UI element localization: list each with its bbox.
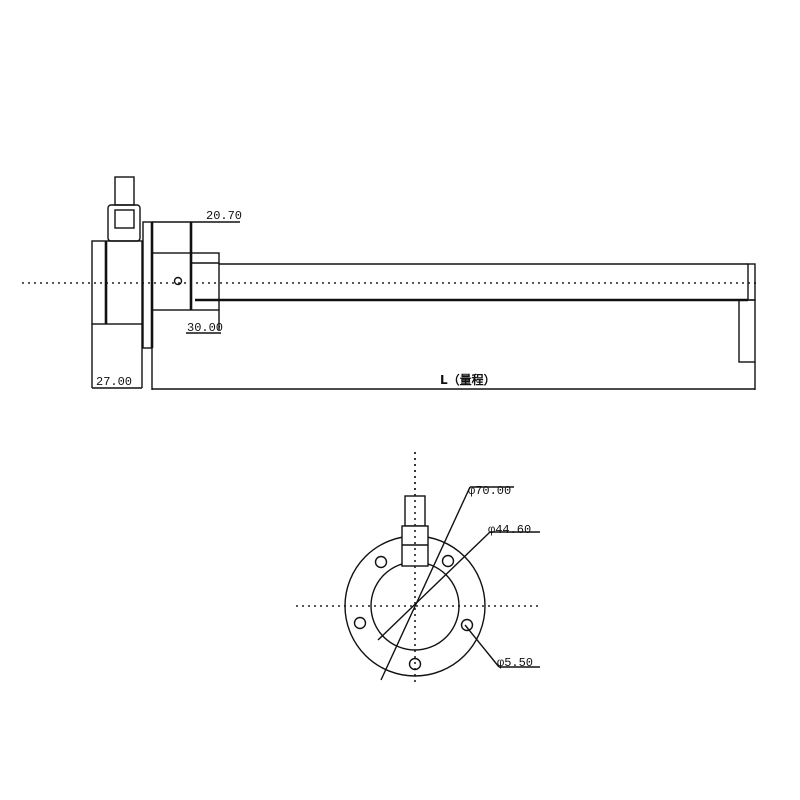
dim-30-00: 30.00 [186, 321, 223, 335]
bolt-hole-icon [441, 554, 455, 568]
leader-lines [377, 486, 540, 681]
dim-27-00: 27.00 [92, 375, 142, 389]
dim-label-length: L（量程） [440, 372, 496, 387]
dim-label-hole-diameter: φ5.50 [497, 656, 533, 670]
dim-label-30-00: 30.00 [187, 321, 223, 335]
probe-tube [195, 263, 756, 390]
boss-block [151, 222, 220, 330]
side-view: 20.70 30.00 27.00 L（量程） [22, 176, 760, 390]
dim-label-20-70: 20.70 [206, 209, 242, 223]
vent-hole-icon [173, 276, 183, 286]
end-connector [401, 452, 429, 567]
bolt-hole-icon [374, 555, 388, 569]
bolt-hole-icon [353, 616, 367, 630]
dim-length: L（量程） [152, 372, 755, 390]
dim-20-70: 20.70 [152, 209, 242, 223]
dim-label-27-00: 27.00 [96, 375, 132, 389]
dim-label-bolt-circle: φ44.60 [488, 523, 531, 537]
sensor-head [91, 240, 143, 388]
bolt-holes [353, 554, 474, 671]
dim-label-outer-diameter: φ70.00 [468, 484, 511, 498]
end-view: φ70.00 φ44.60 φ5.50 [296, 452, 540, 686]
side-connector [107, 176, 141, 242]
flange-plate [142, 221, 154, 390]
bolt-hole-icon [408, 657, 422, 671]
bolt-hole-icon [460, 618, 474, 632]
